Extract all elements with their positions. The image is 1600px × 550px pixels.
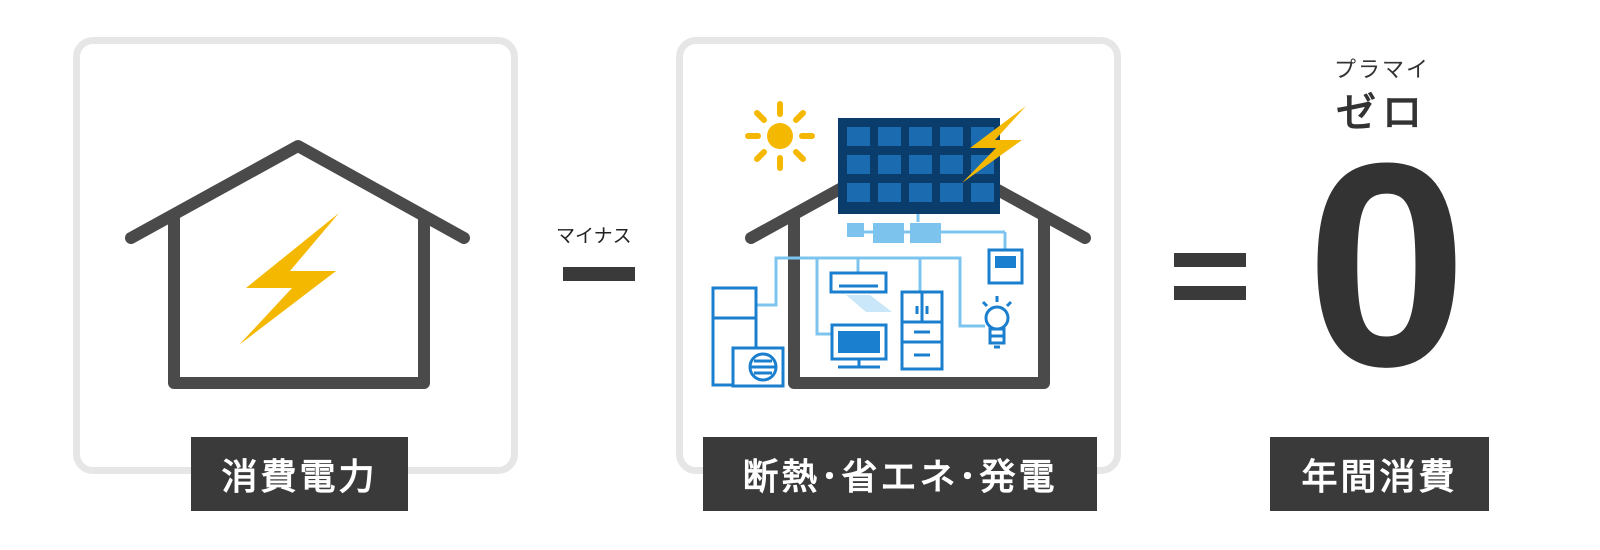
equals-sign-icon bbox=[1174, 253, 1246, 267]
result-label: 年間消費 bbox=[1270, 437, 1489, 511]
light-bulb-icon bbox=[981, 296, 1013, 349]
lightning-bolt-icon bbox=[239, 213, 339, 345]
minus-caption: マイナス bbox=[556, 225, 632, 247]
energy-monitor-icon bbox=[987, 248, 1024, 285]
left-house-icon bbox=[125, 140, 470, 389]
sun-icon bbox=[745, 101, 815, 171]
air-conditioner-icon bbox=[829, 271, 888, 294]
airflow-icon bbox=[846, 295, 892, 312]
consumption-label: 消費電力 bbox=[191, 437, 408, 511]
tv-icon bbox=[830, 323, 888, 369]
minus-sign-icon bbox=[563, 267, 635, 281]
refrigerator-icon bbox=[900, 290, 944, 371]
appliances bbox=[711, 248, 1024, 388]
power-conditioner-icon bbox=[847, 223, 941, 243]
result-caption: ゼロ bbox=[1336, 90, 1428, 136]
solar-panel-icon bbox=[838, 106, 1026, 214]
result-small-caption: プラマイ bbox=[1333, 58, 1430, 83]
result-value: 0 bbox=[1306, 103, 1468, 427]
equals-sign-icon bbox=[1174, 286, 1246, 300]
savings-label: 断熱･省エネ･発電 bbox=[703, 437, 1097, 511]
outdoor-unit-icon bbox=[731, 346, 785, 388]
